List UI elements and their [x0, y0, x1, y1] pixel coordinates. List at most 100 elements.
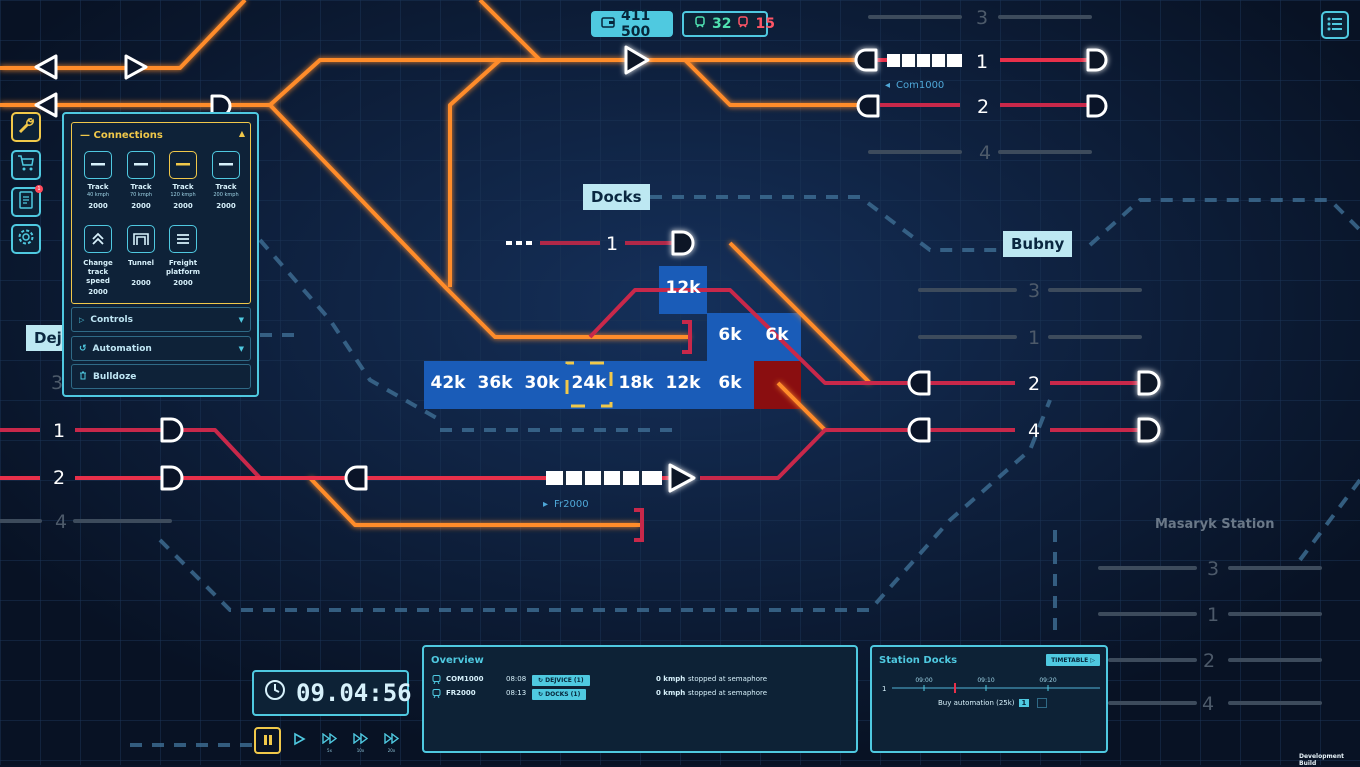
- overview-train: FR2000: [446, 689, 476, 697]
- track-number: 4: [55, 511, 67, 533]
- timetable-time: 09:10: [977, 677, 994, 684]
- signal-icon: [668, 463, 696, 493]
- cart-icon: [17, 154, 35, 176]
- automation-checkbox[interactable]: [1037, 698, 1048, 708]
- speed-20x-button[interactable]: 20x: [378, 727, 405, 754]
- money-display: 411 500: [591, 8, 673, 40]
- signal-icon: [124, 54, 148, 80]
- grid-value: 6k: [718, 325, 742, 345]
- signal-icon: [1086, 48, 1108, 72]
- overview-destination[interactable]: ↻ DEJVICE (1): [532, 675, 590, 686]
- signal-icon: [160, 465, 184, 491]
- signal-icon: [624, 45, 650, 75]
- train-label: Com1000: [896, 80, 944, 91]
- fast-forward-icon: [383, 729, 400, 748]
- signal-icon: [1137, 370, 1161, 396]
- overview-destination[interactable]: ↻ DOCKS (1): [532, 689, 587, 700]
- train-green-icon: [694, 16, 706, 32]
- overview-status: stopped at semaphore: [688, 675, 768, 683]
- tool-track-200[interactable]: Track 200 kmph 2000: [203, 151, 249, 210]
- build-panel: — Connections ▲ Track 40 kmph 2000 Track…: [62, 112, 259, 397]
- track-number: 1: [976, 51, 988, 73]
- overview-row[interactable]: FR2000 08:13 ↻ DOCKS (1) 0 kmph stopped …: [432, 687, 852, 700]
- track-number: 4: [1202, 693, 1214, 715]
- play-icon: ▷: [79, 315, 85, 324]
- platform-icon: [169, 225, 197, 253]
- station-label-dejvice[interactable]: Dej: [26, 325, 66, 351]
- chevron-up-icon[interactable]: ▲: [238, 129, 245, 138]
- track-icon: [84, 151, 112, 179]
- signal-icon: [1137, 417, 1161, 443]
- track-number: 1: [606, 233, 618, 255]
- tool-track-40[interactable]: Track 40 kmph 2000: [75, 151, 121, 210]
- build-tools-button[interactable]: [11, 112, 41, 142]
- signal-icon: [856, 94, 880, 118]
- grid-cell: [707, 313, 801, 361]
- overview-status: stopped at semaphore: [688, 689, 768, 697]
- fast-forward-icon: [352, 729, 369, 748]
- track-number: 3: [1028, 280, 1040, 302]
- menu-button[interactable]: [1321, 11, 1349, 39]
- overview-train: COM1000: [446, 675, 484, 683]
- train-fr2000[interactable]: [546, 471, 662, 485]
- track-number: 4: [1028, 420, 1040, 442]
- track-number: 2: [1028, 373, 1040, 395]
- tool-change-track-speed[interactable]: Change track speed 2000: [75, 225, 121, 296]
- track-number: 2: [53, 467, 65, 489]
- double-chevron-up-icon: [84, 225, 112, 253]
- bulldoze-section[interactable]: Bulldoze: [71, 364, 251, 389]
- money-value: 411 500: [621, 8, 651, 40]
- overview-speed: 0 kmph: [656, 689, 686, 697]
- overview-row[interactable]: COM1000 08:08 ↻ DEJVICE (1) 0 kmph stopp…: [432, 673, 852, 686]
- grid-value: 6k: [718, 373, 742, 393]
- station-label-bubny[interactable]: Bubny: [1003, 231, 1073, 257]
- list-icon: [1327, 16, 1343, 35]
- signal-icon: [854, 48, 878, 72]
- station-label-masaryk: Masaryk Station: [1155, 517, 1274, 532]
- track-number: 2: [977, 96, 989, 118]
- track-number: 3: [1207, 558, 1219, 580]
- grid-value: 42k: [431, 373, 467, 393]
- track-numbers: 3 1 2 4 1 3 1 2 4 1 2 4 3 1 2 4 3: [51, 7, 1219, 715]
- grid-values: 12k 6k 6k 42k 36k 30k 24k 18k 12k 6k: [431, 278, 790, 393]
- game-clock: 09.04:56: [252, 670, 412, 716]
- train-red-count: 15: [755, 16, 775, 32]
- tool-track-70[interactable]: Track 70 kmph 2000: [118, 151, 164, 210]
- tool-tunnel[interactable]: Tunnel 2000: [118, 225, 164, 287]
- speed-10x-button[interactable]: 10x: [347, 727, 374, 754]
- track-icon: [169, 151, 197, 179]
- automation-section[interactable]: ↺ Automation ▼: [71, 336, 251, 361]
- play-button[interactable]: [285, 727, 312, 754]
- train-counter: 32 15: [682, 11, 775, 37]
- tool-freight-platform[interactable]: Freight platform 2000: [160, 225, 206, 287]
- station-panel: Station Docks TIMETABLE ▷ 1 09:00 09:10 …: [870, 645, 1108, 753]
- speed-5x-button[interactable]: 5x: [316, 727, 343, 754]
- log-button[interactable]: 1: [11, 185, 43, 217]
- station-label-docks[interactable]: Docks: [583, 184, 650, 210]
- train-icon: [432, 689, 441, 700]
- timetable-time: 09:00: [915, 677, 932, 684]
- connections-header[interactable]: — Connections: [80, 130, 163, 141]
- settings-button[interactable]: [11, 224, 41, 254]
- buffer-stops: [634, 320, 692, 542]
- signals: [34, 45, 1161, 493]
- timetable-button[interactable]: TIMETABLE ▷: [1046, 654, 1100, 666]
- buy-automation[interactable]: Buy automation (25k) 1: [938, 698, 1048, 708]
- development-build-label: Development Build: [1299, 753, 1344, 767]
- train-com1000[interactable]: [887, 54, 962, 67]
- pause-icon: [262, 731, 274, 750]
- track-number: 1: [1207, 604, 1219, 626]
- signal-icon: [344, 465, 368, 491]
- overview-time: 08:13: [506, 689, 527, 697]
- controls-section[interactable]: ▷ Controls ▼: [71, 307, 251, 332]
- signal-icon: [34, 54, 58, 80]
- trash-icon: [79, 371, 87, 383]
- timetable-bar[interactable]: 1 09:00 09:10 09:20: [880, 675, 1102, 697]
- pause-button[interactable]: [254, 727, 281, 754]
- tool-track-120[interactable]: Track 120 kmph 2000: [160, 151, 206, 210]
- overview-panel: Overview COM1000 08:08 ↻ DEJVICE (1) 0 k…: [422, 645, 858, 753]
- overview-title: Overview: [431, 655, 484, 666]
- signal-icon: [1086, 94, 1108, 118]
- shop-button[interactable]: [11, 150, 41, 180]
- wallet-icon: [601, 16, 615, 32]
